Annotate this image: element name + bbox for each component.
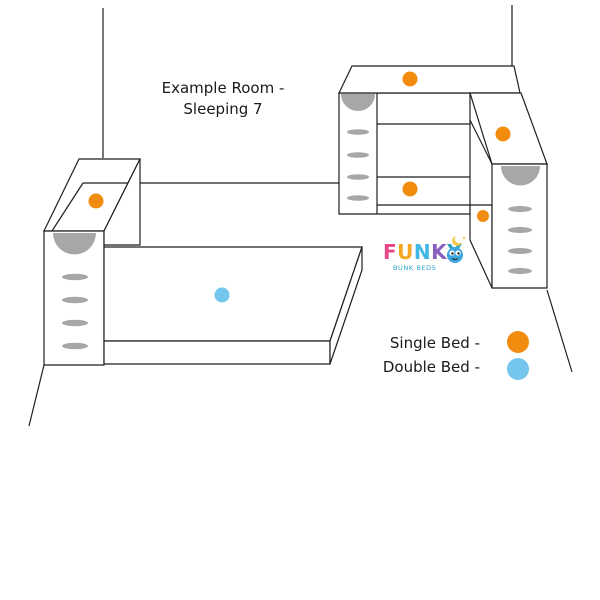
single-bed-marker	[402, 181, 418, 197]
legend-single-dot	[507, 331, 529, 353]
logo-mascot-icon	[447, 236, 466, 263]
left-floor-line	[28, 364, 45, 427]
left-bunk-arch	[53, 233, 96, 255]
back-bunk-slot	[347, 195, 369, 201]
double-bed-front	[103, 340, 331, 365]
side-bunk-arch	[501, 166, 540, 186]
left-bunk-slot	[62, 273, 88, 281]
back-bunk-slot	[347, 152, 369, 158]
single-bed-marker	[402, 71, 418, 87]
left-bunk-slot	[62, 319, 88, 327]
title-line-1: Example Room -	[161, 79, 285, 97]
double-bed	[103, 246, 363, 365]
back-bunk-slot	[347, 174, 369, 180]
single-bed-marker	[495, 126, 511, 142]
side-bunk-slot	[508, 268, 532, 274]
side-bunk-slot	[508, 227, 532, 233]
side-bunk-slot	[508, 206, 532, 212]
single-bed-marker	[88, 193, 104, 209]
legend-double-label: Double Bed -	[382, 358, 480, 376]
left-bunk-side	[103, 158, 141, 246]
double-bed-side	[329, 246, 363, 365]
left-bunk-slot	[62, 342, 88, 350]
logo-tagline: BUNK BEDS	[393, 264, 437, 272]
diagram-title: Example Room - Sleeping 7	[138, 78, 308, 120]
side-bunk-front	[491, 163, 548, 289]
left-bunk-rail	[51, 182, 84, 232]
legend-single-label: Single Bed -	[389, 334, 480, 352]
title-line-2: Sleeping 7	[183, 100, 263, 118]
legend-double-dot	[507, 358, 529, 380]
room-walls	[28, 5, 573, 427]
double-bed-marker	[214, 287, 230, 303]
left-bunk-details	[53, 233, 96, 350]
funky-bunk-beds-logo: FUNKY BUNK BEDS	[380, 232, 470, 278]
side-bunk-slot	[508, 248, 532, 254]
right-bunk-unit	[338, 65, 548, 289]
back-bunk-top	[338, 65, 521, 94]
double-bed-top	[103, 246, 363, 342]
right-floor-line	[546, 289, 573, 373]
left-bunk-slot	[62, 296, 88, 304]
back-bunk-arch	[341, 94, 375, 111]
side-bunk-rail	[469, 119, 493, 165]
bed-markers	[88, 71, 511, 303]
back-bunk-slot	[347, 129, 369, 135]
side-bunk-body	[469, 92, 548, 165]
single-bed-marker	[477, 210, 489, 222]
right-bunk-details	[341, 94, 540, 274]
